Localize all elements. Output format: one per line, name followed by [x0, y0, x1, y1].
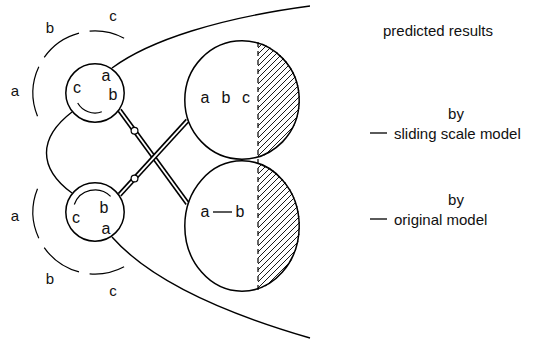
- zone-letter: c: [242, 90, 250, 106]
- range-bar: [213, 211, 232, 212]
- connector-core: [120, 110, 188, 203]
- cell-circle: c ba: [65, 182, 125, 242]
- caption-label: by: [448, 192, 464, 207]
- shape-border: [185, 41, 299, 159]
- graft-connector-group: [120, 121, 188, 195]
- shape-outline: [184, 160, 300, 292]
- caption-label: sliding scale model: [394, 126, 521, 141]
- shape-border: [66, 64, 124, 122]
- embryo-outline: [47, 112, 73, 193]
- shape-border: [66, 183, 124, 241]
- zone-letter: c: [73, 80, 81, 96]
- zone-letter: a: [102, 68, 111, 84]
- graft-connector-group: [120, 110, 188, 203]
- embryo-outline: [112, 6, 310, 68]
- sequence-arc: [44, 248, 79, 272]
- caption-label: by: [448, 106, 464, 121]
- sequence-letter: c: [109, 283, 117, 298]
- caption-label: original model: [394, 212, 487, 227]
- tissue-lobe: abc: [184, 40, 300, 160]
- zone-letter: a: [201, 90, 210, 106]
- hatched-region: [258, 38, 304, 296]
- zone-letter: a: [201, 204, 210, 220]
- sequence-letter: b: [46, 20, 54, 35]
- sequence-arc: [90, 267, 125, 274]
- tissue-lobe: ab: [184, 160, 300, 292]
- sequence-arc: [44, 33, 79, 57]
- zone-letter: c: [72, 210, 80, 226]
- sequence-arc: [33, 67, 39, 116]
- leader-line: [370, 132, 387, 133]
- sequence-arc: [90, 31, 125, 38]
- zone-letter: b: [109, 87, 118, 103]
- graft-connector: [120, 121, 188, 195]
- connector-core: [120, 121, 188, 195]
- graft-bead: [131, 127, 138, 134]
- sequence-letter: a: [11, 208, 19, 223]
- sequence-letter: b: [46, 271, 54, 286]
- zone-letter: a: [102, 221, 111, 237]
- sequence-letter: a: [11, 83, 19, 98]
- zone-letter: b: [222, 90, 231, 106]
- sequence-letter: c: [109, 8, 117, 23]
- cell-circle: c ab: [65, 63, 125, 123]
- zone-letter: b: [236, 204, 245, 220]
- inner-arc: [78, 103, 102, 113]
- shape-border: [185, 161, 299, 291]
- graft-connector: [120, 110, 188, 203]
- sequence-arc: [33, 189, 39, 238]
- graft-bead: [131, 175, 138, 182]
- dashed-divider: [257, 42, 258, 290]
- leader-line: [370, 218, 387, 219]
- embryo-outline: [112, 237, 310, 338]
- zone-letter: b: [100, 200, 109, 216]
- heading-label: predicted results: [383, 23, 493, 38]
